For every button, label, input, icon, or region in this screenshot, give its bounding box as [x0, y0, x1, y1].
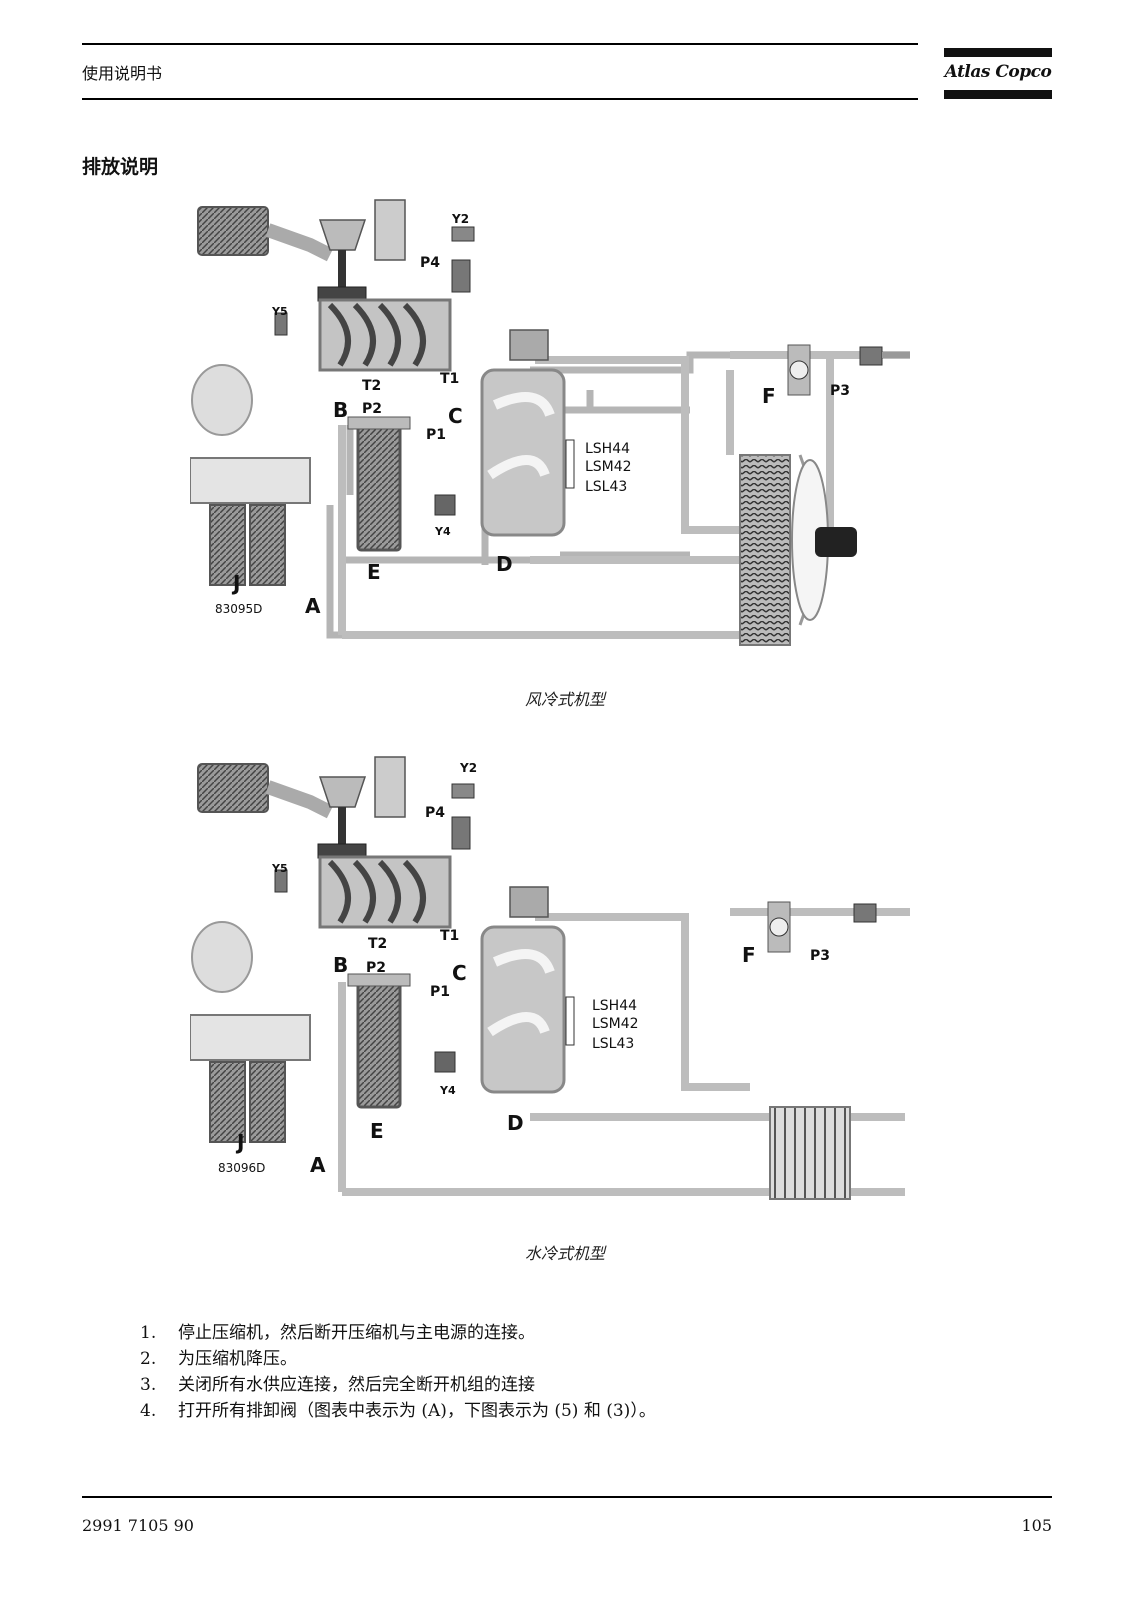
diagram-code: 83096D — [218, 1161, 265, 1175]
label-y2: Y2 — [459, 761, 477, 775]
air-cooled-diagram: Y2 P4 Y5 T2 T1 B P2 C P1 Y4 D E J A F P3… — [190, 199, 910, 646]
label-a: A — [310, 1153, 326, 1177]
water-cooler — [769, 1106, 851, 1200]
label-lsl43: LSL43 — [592, 1036, 634, 1052]
page-number: 105 — [1021, 1516, 1052, 1535]
manual-title: 使用说明书 — [82, 64, 163, 83]
header-top-rule — [82, 43, 918, 45]
label-p2: P2 — [366, 960, 386, 976]
label-d: D — [496, 552, 513, 576]
label-p1: P1 — [430, 984, 450, 1000]
label-p3: P3 — [810, 948, 830, 964]
label-p4: P4 — [425, 805, 445, 821]
label-d: D — [507, 1111, 524, 1135]
label-t1: T1 — [440, 371, 459, 387]
label-y4: Y4 — [439, 1084, 456, 1097]
filter-e — [356, 423, 402, 552]
list-item: 3.关闭所有水供应连接，然后完全断开机组的连接 — [140, 1375, 535, 1395]
label-y5: Y5 — [271, 862, 288, 875]
label-y4: Y4 — [434, 525, 451, 538]
label-b: B — [333, 953, 348, 977]
water-cooled-diagram: Y2 P4 Y5 T2 T1 B P2 C P1 Y4 D E J A F P3… — [190, 756, 910, 1200]
label-lsm42: LSM42 — [592, 1016, 639, 1032]
label-lsm42: LSM42 — [585, 459, 632, 475]
section-title: 排放说明 — [82, 156, 159, 178]
diagram-caption-water: 水冷式机型 — [524, 1244, 605, 1263]
fan-motor — [815, 527, 857, 557]
header-bottom-rule — [82, 98, 918, 100]
atlas-copco-logo: Atlas Copco — [944, 48, 1052, 100]
filter-housing-left — [209, 504, 246, 586]
label-t1: T1 — [440, 928, 459, 944]
label-p4: P4 — [420, 255, 440, 271]
list-item: 4.打开所有排卸阀（图表中表示为 (A)，下图表示为 (5) 和 (3)）。 — [140, 1401, 656, 1421]
label-f: F — [762, 384, 776, 408]
list-item: 2.为压缩机降压。 — [140, 1349, 297, 1369]
water-tank — [191, 364, 253, 436]
label-t2: T2 — [362, 378, 381, 394]
label-p3: P3 — [830, 383, 850, 399]
diagram-code: 83095D — [215, 602, 262, 616]
label-f: F — [742, 943, 756, 967]
label-e: E — [367, 560, 381, 584]
document-number: 2991 7105 90 — [82, 1516, 194, 1535]
label-y2: Y2 — [451, 212, 469, 226]
label-e: E — [370, 1119, 384, 1143]
diagram-caption-air: 风冷式机型 — [524, 690, 605, 709]
brand-name: Atlas Copco — [944, 62, 1052, 82]
list-item: 1.停止压缩机，然后断开压缩机与主电源的连接。 — [140, 1323, 535, 1343]
footer-rule — [82, 1496, 1052, 1498]
label-y5: Y5 — [271, 305, 288, 318]
filter-housing-right — [249, 504, 286, 586]
label-j: J — [235, 1130, 244, 1154]
label-lsh44: LSH44 — [585, 441, 630, 457]
label-c: C — [452, 961, 467, 985]
label-j: J — [231, 571, 240, 595]
label-lsl43: LSL43 — [585, 479, 627, 495]
label-b: B — [333, 398, 348, 422]
label-lsh44: LSH44 — [592, 998, 637, 1014]
label-p2: P2 — [362, 401, 382, 417]
label-c: C — [448, 404, 463, 428]
drain-steps-list: 1.停止压缩机，然后断开压缩机与主电源的连接。 2.为压缩机降压。 3.关闭所有… — [140, 1320, 656, 1424]
label-t2: T2 — [368, 936, 387, 952]
label-a: A — [305, 594, 321, 618]
air-cooler — [739, 454, 791, 646]
intake-filter — [197, 206, 269, 256]
label-p1: P1 — [426, 427, 446, 443]
